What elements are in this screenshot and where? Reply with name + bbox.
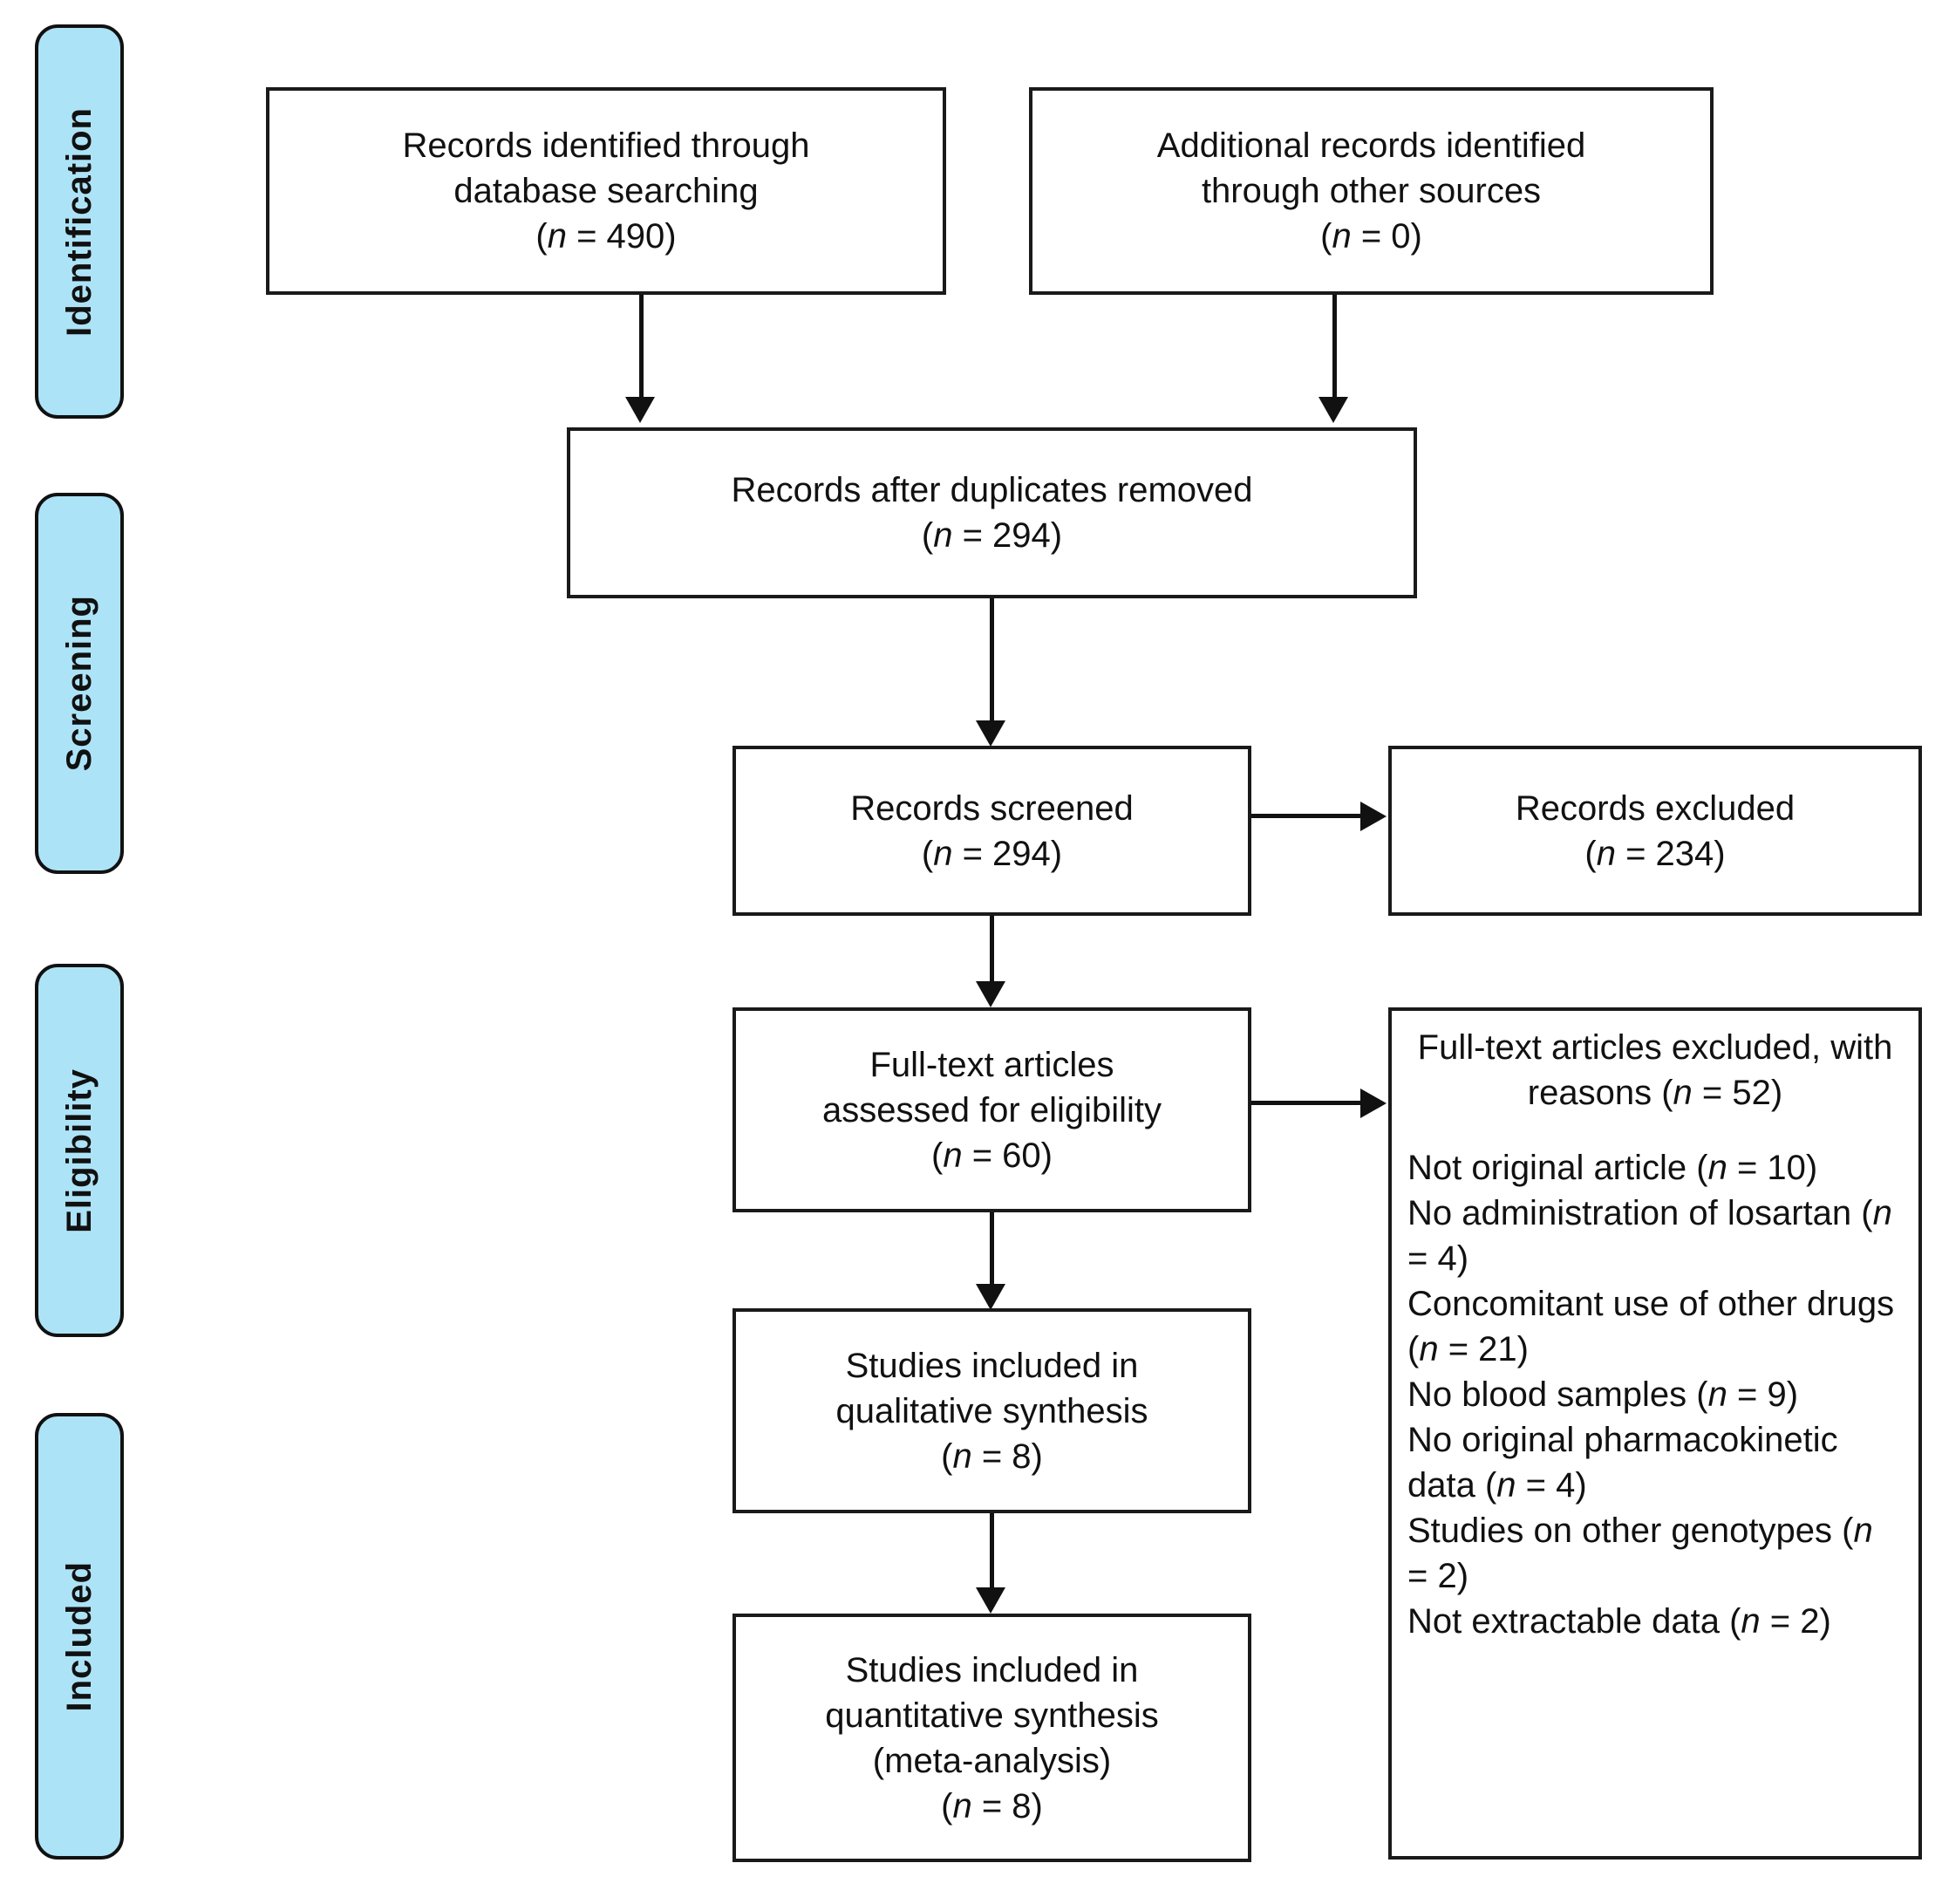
box-additional-records-other-sources: Additional records identified through ot…: [1029, 87, 1714, 295]
box-records-screened: Records screened (n = 294): [733, 746, 1251, 916]
box-fulltext-assessed: Full-text articles assessed for eligibil…: [733, 1007, 1251, 1212]
box-studies-qualitative-synthesis: Studies included in qualitative synthesi…: [733, 1308, 1251, 1513]
exclusion-reason-item: No administration of losartan (n = 4): [1407, 1194, 1892, 1278]
exclusion-reason-item: Concomitant use of other drugs (n = 21): [1407, 1285, 1895, 1368]
box-records-after-duplicates-removed-count: (n = 294): [921, 516, 1063, 555]
box-additional-records-other-sources-count: (n = 0): [1320, 217, 1422, 256]
exclusion-reason-item: Not extractable data (n = 2): [1407, 1602, 1831, 1641]
box-records-excluded-count: (n = 234): [1584, 834, 1726, 873]
box-records-after-duplicates-removed: Records after duplicates removed (n = 29…: [567, 427, 1417, 598]
box-studies-quantitative-synthesis: Studies included in quantitative synthes…: [733, 1614, 1251, 1862]
box-additional-records-other-sources-line1: Additional records identified: [1156, 126, 1586, 165]
connector-fulltext-to-qualitative: [990, 1212, 994, 1291]
stage-label-eligibility: Eligibility: [35, 964, 124, 1337]
arrowhead-qualitative-to-quantitative: [976, 1587, 1005, 1614]
box-fulltext-assessed-line1: Full-text articles: [869, 1045, 1114, 1084]
box-records-after-duplicates-removed-line1: Records after duplicates removed: [731, 471, 1253, 509]
connector-qualitative-to-quantitative: [990, 1513, 994, 1593]
box-studies-qualitative-synthesis-line2: qualitative synthesis: [835, 1391, 1148, 1430]
box-fulltext-excluded-with-reasons: Full-text articles excluded, with reason…: [1388, 1007, 1922, 1860]
box-records-identified-database: Records identified through database sear…: [266, 87, 946, 295]
stage-label-included-text: Included: [60, 1560, 99, 1712]
exclusion-reasons-list: Not original article (n = 10) No adminis…: [1407, 1145, 1903, 1644]
stage-label-eligibility-text: Eligibility: [60, 1068, 99, 1233]
arrowhead-other-to-duplicates: [1319, 397, 1348, 423]
connector-database-to-duplicates: [639, 295, 644, 401]
box-studies-quantitative-synthesis-line3: (meta-analysis): [872, 1741, 1112, 1780]
stage-label-identification: Identification: [35, 24, 124, 419]
exclusion-reason-item: No original pharmacokinetic data (n = 4): [1407, 1421, 1838, 1505]
box-fulltext-excluded-header: Full-text articles excluded, with reason…: [1407, 1025, 1903, 1116]
box-records-excluded-line1: Records excluded: [1515, 788, 1795, 828]
box-studies-qualitative-synthesis-count: (n = 8): [941, 1437, 1043, 1476]
connector-screened-to-excluded: [1251, 814, 1366, 818]
box-fulltext-assessed-count: (n = 60): [931, 1136, 1053, 1175]
box-records-screened-line1: Records screened: [850, 788, 1134, 828]
box-studies-quantitative-synthesis-line1: Studies included in: [845, 1650, 1139, 1689]
box-records-excluded: Records excluded (n = 234): [1388, 746, 1922, 916]
exclusion-reason-item: Not original article (n = 10): [1407, 1149, 1818, 1187]
stage-label-included: Included: [35, 1413, 124, 1860]
arrowhead-fulltext-to-excluded: [1360, 1088, 1387, 1118]
connector-duplicates-to-screened: [990, 598, 994, 725]
box-fulltext-excluded-line1: Full-text articles excluded,: [1417, 1028, 1822, 1067]
arrowhead-duplicates-to-screened: [976, 720, 1005, 747]
stage-label-screening-text: Screening: [60, 595, 99, 772]
box-fulltext-excluded-count: (n = 52): [1661, 1074, 1783, 1112]
box-studies-qualitative-synthesis-line1: Studies included in: [845, 1346, 1139, 1385]
box-records-identified-database-count: (n = 490): [535, 217, 677, 256]
connector-other-to-duplicates: [1332, 295, 1337, 401]
box-records-screened-count: (n = 294): [921, 834, 1063, 873]
box-additional-records-other-sources-line2: through other sources: [1201, 172, 1542, 210]
connector-fulltext-to-excluded: [1251, 1101, 1366, 1105]
arrowhead-fulltext-to-qualitative: [976, 1284, 1005, 1310]
connector-screened-to-fulltext: [990, 916, 994, 986]
exclusion-reason-item: Studies on other genotypes (n = 2): [1407, 1512, 1873, 1595]
box-fulltext-excluded-line2: with reasons: [1527, 1028, 1893, 1112]
box-studies-quantitative-synthesis-line2: quantitative synthesis: [825, 1696, 1159, 1735]
box-records-identified-database-line1: Records identified through: [402, 126, 810, 165]
box-fulltext-assessed-line2: assessed for eligibility: [821, 1090, 1162, 1129]
box-records-identified-database-line2: database searching: [453, 172, 759, 210]
arrowhead-screened-to-excluded: [1360, 802, 1387, 831]
arrowhead-screened-to-fulltext: [976, 981, 1005, 1007]
exclusion-reason-item: No blood samples (n = 9): [1407, 1375, 1799, 1414]
arrowhead-database-to-duplicates: [625, 397, 655, 423]
stage-label-screening: Screening: [35, 493, 124, 874]
box-studies-quantitative-synthesis-count: (n = 8): [941, 1786, 1043, 1826]
stage-label-identification-text: Identification: [60, 106, 99, 337]
